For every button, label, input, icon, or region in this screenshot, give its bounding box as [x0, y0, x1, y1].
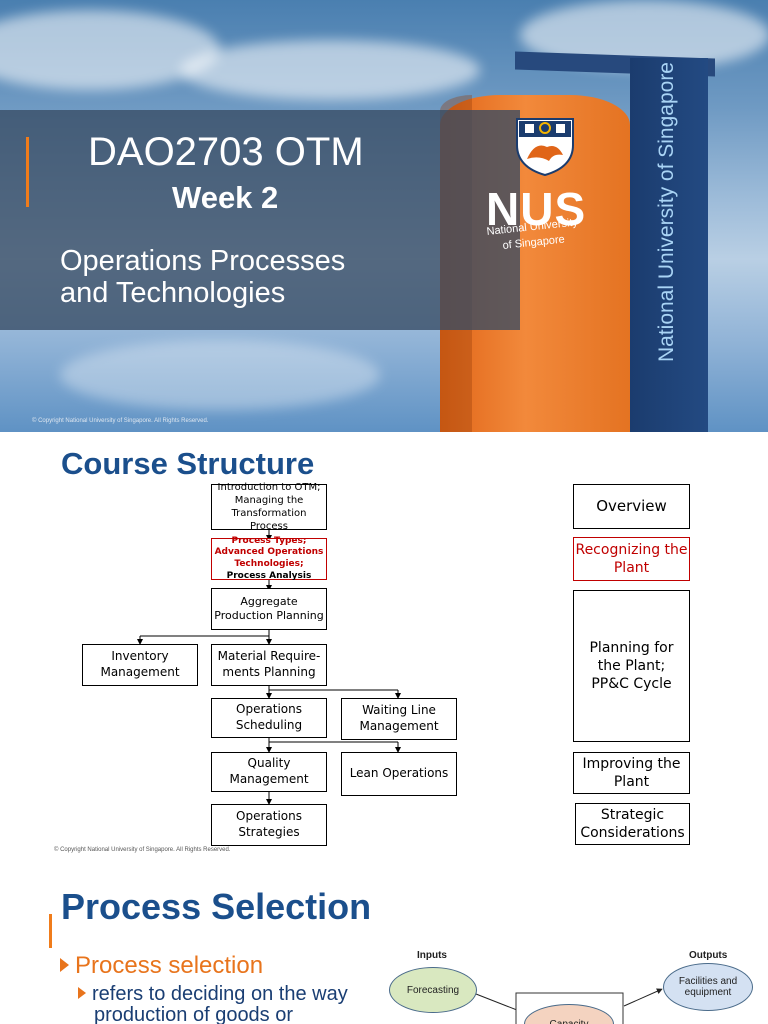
title-accent-bar: [26, 137, 29, 207]
phase-recognizing: Recognizing the Plant: [573, 537, 690, 581]
cloud: [180, 40, 480, 100]
forecasting-node: Forecasting: [389, 967, 477, 1013]
waiting-line-box: Waiting Line Management: [341, 698, 457, 740]
inventory-box: Inventory Management: [82, 644, 198, 686]
title-slide: DAO2703 OTM Week 2 Operations Processes …: [0, 0, 768, 432]
process-types-box: Process Types; Advanced Operations Techn…: [211, 538, 327, 580]
course-code: DAO2703 OTM: [88, 130, 364, 175]
lean-box: Lean Operations: [341, 752, 457, 796]
phase-strategic: Strategic Considerations: [575, 803, 690, 845]
aggregate-planning-box: Aggregate Production Planning: [211, 588, 327, 630]
process-types-text: Process Types; Advanced Operations Techn…: [212, 536, 326, 571]
facilities-node: Facilities and equipment: [663, 963, 753, 1011]
strategies-box: Operations Strategies: [211, 804, 327, 846]
intro-box: Introduction to OTM; Managing the Transf…: [211, 484, 327, 530]
phase-improving: Improving the Plant: [573, 752, 690, 794]
scheduling-box: Operations Scheduling: [211, 698, 327, 738]
subtitle-line-1: Operations Processes: [60, 245, 345, 278]
nus-crest-icon: [513, 115, 577, 177]
copyright-notice: © Copyright National University of Singa…: [32, 418, 209, 424]
process-selection-slide: Process Selection Process selection refe…: [0, 864, 768, 1024]
mrp-box: Material Require-ments Planning: [211, 644, 327, 686]
quality-box: Quality Management: [211, 752, 327, 792]
copyright-notice: © Copyright National University of Singa…: [54, 847, 231, 853]
process-diagram-connectors: [0, 864, 768, 1024]
phase-planning: Planning for the Plant; PP&C Cycle: [573, 590, 690, 742]
subtitle-line-2: and Technologies: [60, 277, 285, 310]
cloud: [60, 340, 380, 410]
week-label: Week 2: [172, 180, 278, 216]
phase-overview: Overview: [573, 484, 690, 529]
course-structure-slide: Course Structure Introduction to OTM; Ma…: [0, 432, 768, 864]
process-analysis-text: Process Analysis: [227, 571, 312, 583]
sign-vertical-text: National University of Singapore: [655, 62, 679, 362]
